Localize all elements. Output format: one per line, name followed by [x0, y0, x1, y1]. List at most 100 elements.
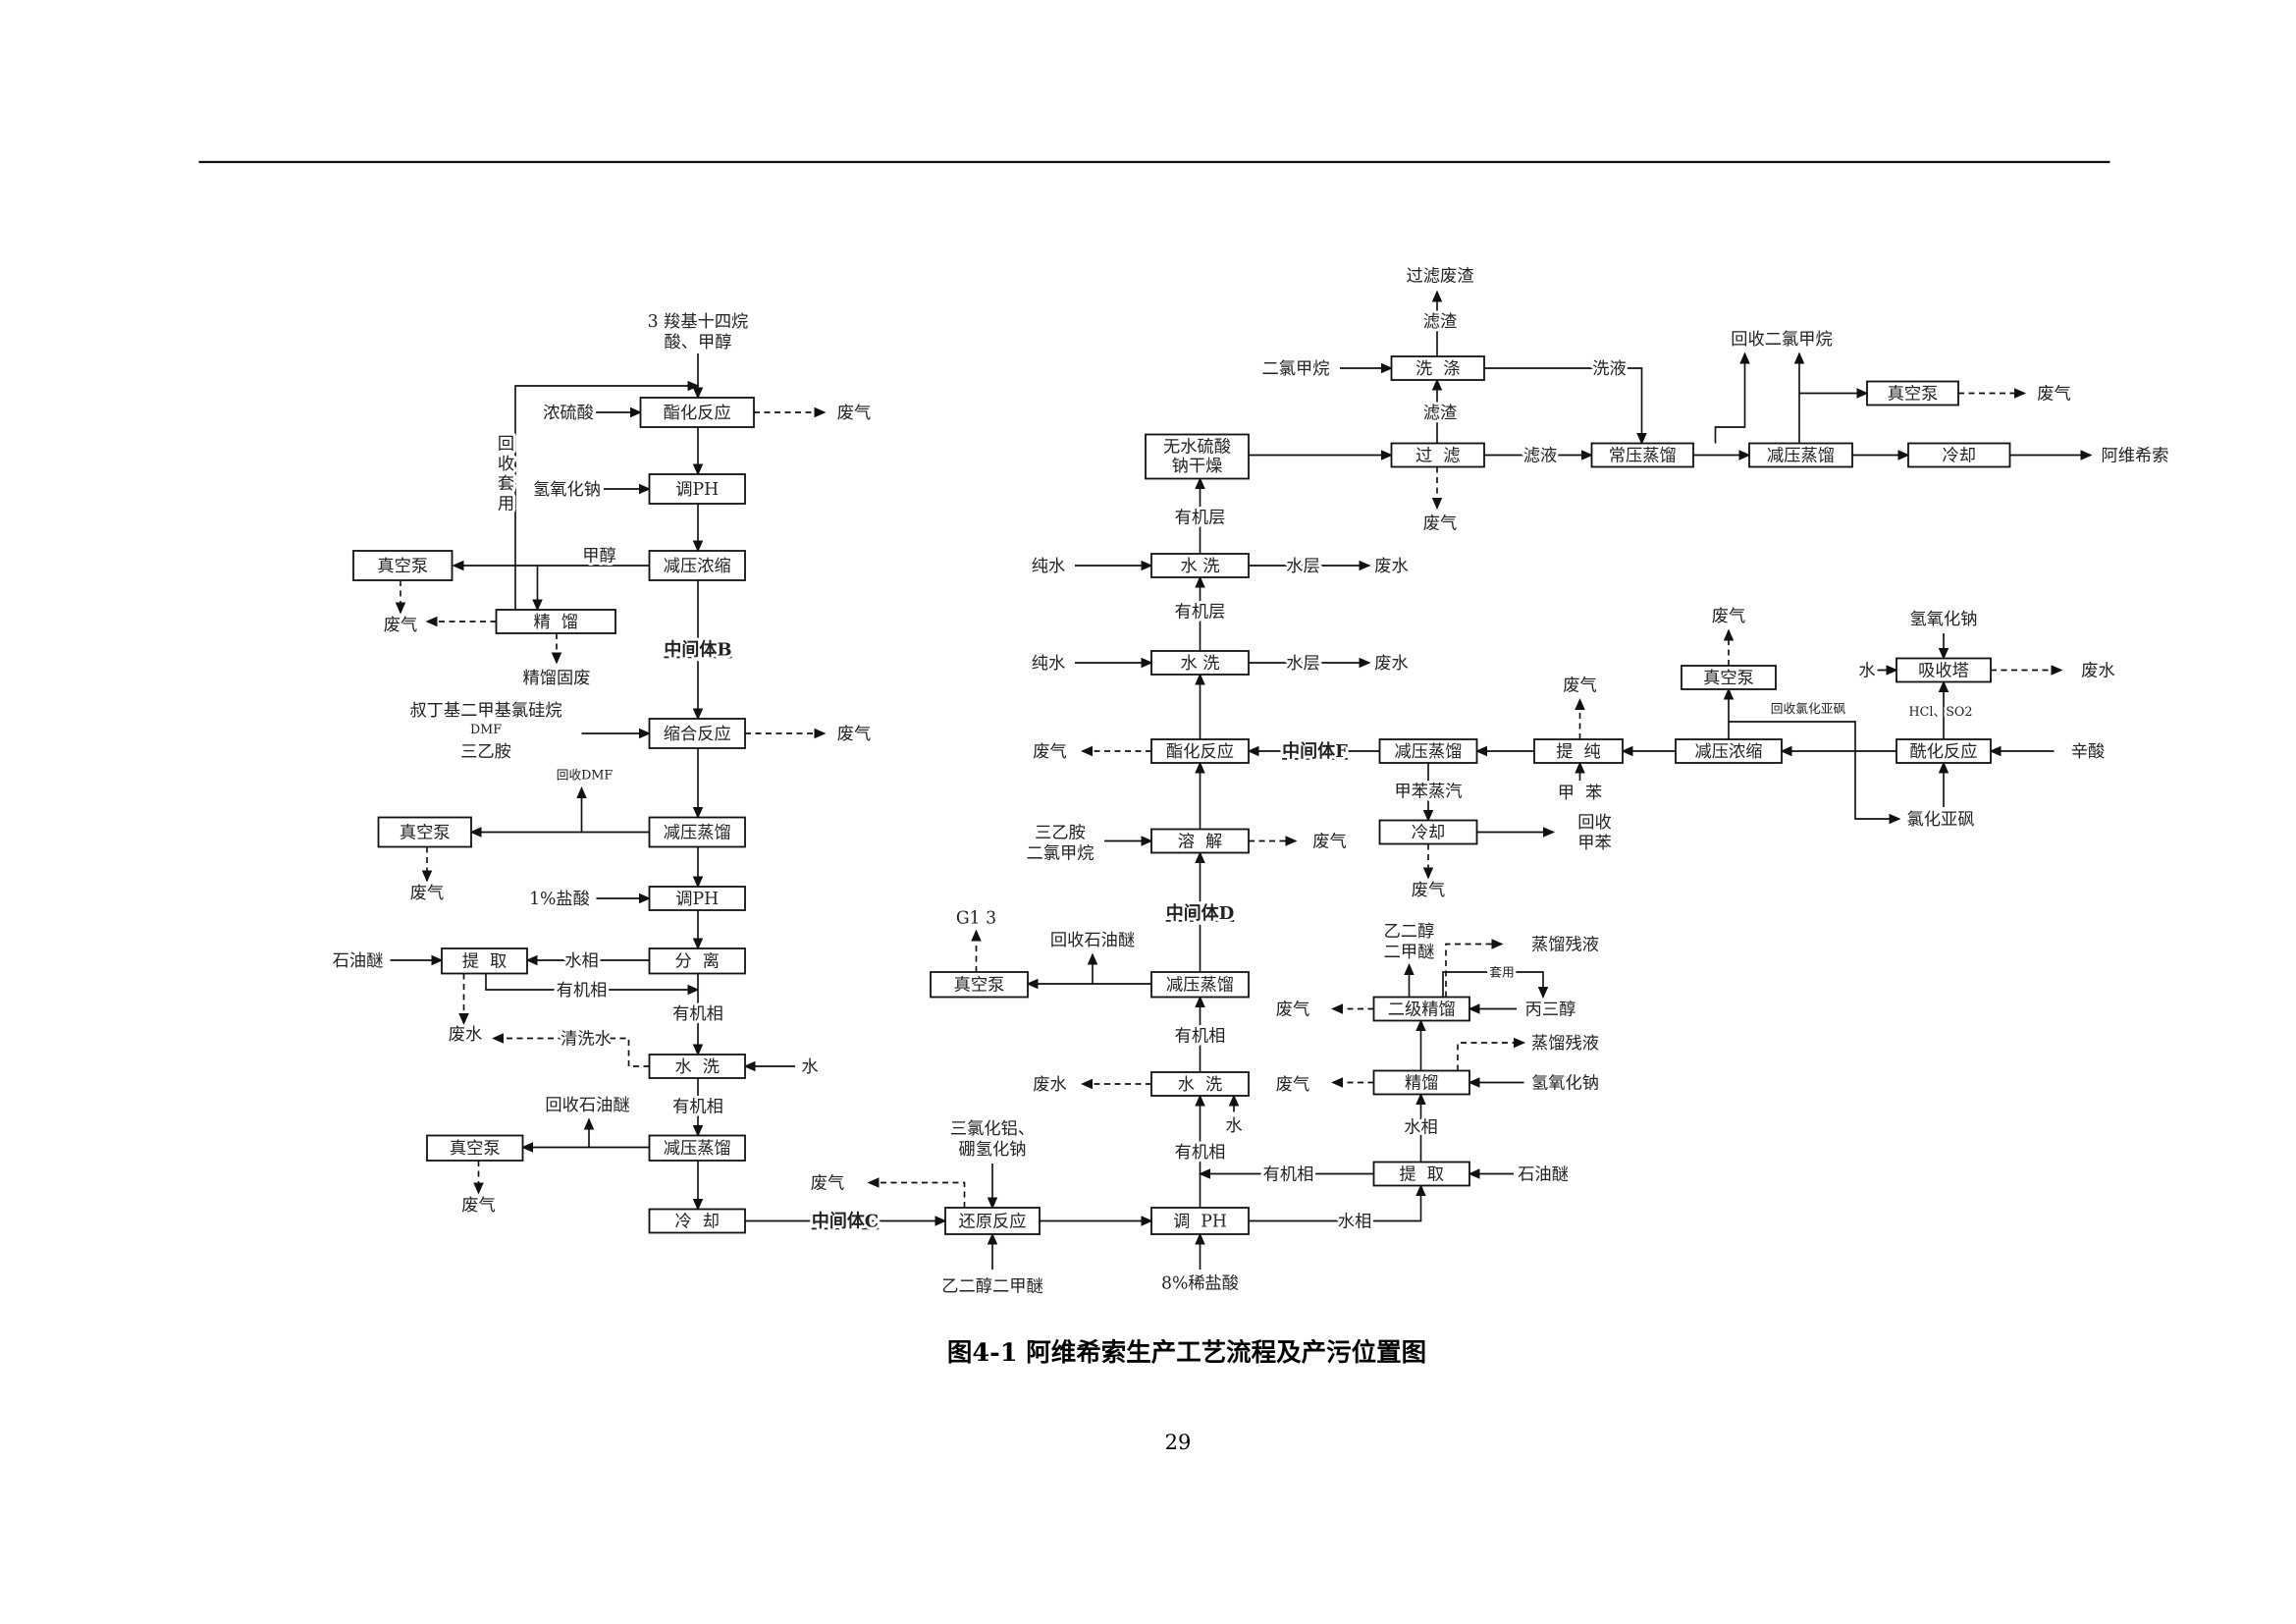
- stream-label: 丙三醇: [1525, 1000, 1576, 1019]
- process-step-m9: 溶 解: [1150, 828, 1250, 854]
- step-label: 冷却: [1412, 823, 1445, 842]
- stream-label: 水层: [1286, 557, 1319, 576]
- stream-label: 乙二醇: [1384, 922, 1435, 942]
- stream-label: 有机相: [557, 981, 608, 1001]
- stream-label: 氢氧化钠: [533, 480, 601, 500]
- stream-label: 8%稀盐酸: [1161, 1273, 1239, 1293]
- step-label: 水 洗: [675, 1057, 720, 1077]
- stream-label: 回收石油醚: [545, 1096, 629, 1115]
- step-box: [1675, 738, 1783, 764]
- process-step-m2: 调 PH: [1150, 1207, 1250, 1235]
- process-step-l5: 精 馏: [495, 609, 616, 634]
- step-label: 减压浓缩: [1695, 742, 1763, 762]
- step-label: 调PH: [675, 890, 719, 909]
- process-step-m13: 提 纯: [1533, 738, 1624, 764]
- step-box: [648, 947, 746, 975]
- step-label: 二级精馏: [1388, 1000, 1456, 1019]
- emission-label: 废气: [1423, 514, 1457, 533]
- stream-label: 二氯甲烷: [1262, 359, 1330, 379]
- process-step-m24: 减压蒸馏: [1748, 442, 1853, 468]
- intermediate-label: 中间体B: [664, 638, 731, 660]
- process-step-l9: 调PH: [648, 886, 746, 911]
- step-box: [1390, 442, 1485, 468]
- step-box: [648, 550, 746, 581]
- step-box: [377, 816, 472, 848]
- step-label: 真空泵: [954, 976, 1005, 996]
- figure-caption: 图4-1 阿维希索生产工艺流程及产污位置图: [947, 1338, 1426, 1368]
- process-step-m8: 二级精馏: [1372, 996, 1470, 1022]
- process-step-m3: 提 取: [1372, 1161, 1470, 1187]
- stream-label: 滤渣: [1423, 404, 1457, 423]
- emission-arrow: [1457, 1037, 1526, 1071]
- intermediate-label: 中间体C: [812, 1210, 879, 1231]
- stream-label: 酸、甲醇: [665, 333, 732, 352]
- stream-label: 水: [1225, 1116, 1242, 1136]
- process-step-l12: 水 洗: [648, 1054, 746, 1079]
- stream-label: 有机相: [1175, 1143, 1226, 1163]
- stream-label: 有机相: [1263, 1164, 1314, 1184]
- step-box: [495, 609, 616, 634]
- emission-label: 废水: [449, 1025, 482, 1045]
- stream-label: 蒸馏残液: [1531, 935, 1599, 954]
- stream-label: 二氯甲烷: [1027, 843, 1095, 863]
- intermediate-label: 中间体F: [1282, 740, 1348, 762]
- stream-label: 硼氢化钠: [959, 1140, 1027, 1160]
- emission-label: 过滤废渣: [1407, 266, 1474, 286]
- step-label: 水 洗: [1181, 654, 1220, 674]
- step-box: [1372, 1069, 1470, 1096]
- step-box: [426, 1134, 524, 1162]
- step-box: [1896, 738, 1992, 764]
- step-box: [1150, 1207, 1250, 1235]
- step-box: [1145, 433, 1250, 480]
- stream-label: 有机层: [1175, 602, 1226, 622]
- stream-label: 水相: [1404, 1117, 1437, 1137]
- step-box: [1390, 355, 1485, 381]
- stream-label: 甲苯蒸汽: [1395, 782, 1463, 801]
- emission-label: 废气: [811, 1173, 844, 1193]
- process-step-m17: 吸收塔: [1896, 657, 1992, 683]
- stream-label: 三乙胺: [460, 742, 511, 762]
- process-step-m14: 减压浓缩: [1675, 738, 1783, 764]
- step-box: [648, 1054, 746, 1079]
- process-step-m16: 酰化反应: [1896, 738, 1992, 764]
- step-label: 无水硫酸: [1163, 437, 1231, 457]
- step-box: [1378, 819, 1478, 845]
- step-box: [930, 971, 1029, 999]
- emission-label: 废水: [1374, 557, 1408, 576]
- step-label: 真空泵: [1703, 669, 1754, 688]
- step-box: [639, 397, 755, 428]
- stream-label: 二甲醚: [1384, 943, 1435, 962]
- step-box: [1150, 553, 1250, 578]
- process-step-m1: 还原反应: [944, 1207, 1041, 1235]
- step-box: [1150, 738, 1250, 764]
- process-step-m21: 过 滤: [1390, 442, 1485, 468]
- step-label: 提 取: [462, 952, 507, 972]
- step-label: 减压蒸馏: [1395, 742, 1463, 762]
- step-label: 水 洗: [1178, 1075, 1222, 1095]
- step-box: [441, 947, 528, 975]
- stream-label: 水: [801, 1057, 818, 1077]
- emission-label: 精馏固废: [523, 669, 591, 688]
- step-label: 减压浓缩: [664, 557, 731, 576]
- emission-label: 废气: [1412, 881, 1445, 900]
- step-label: 真空泵: [1888, 384, 1939, 404]
- step-label: 减压蒸馏: [1767, 446, 1835, 465]
- process-step-m25: 冷却: [1907, 442, 2011, 468]
- step-box: [1150, 1071, 1250, 1097]
- step-box: [1866, 380, 1959, 406]
- flow-arrows: [390, 290, 2093, 1270]
- step-box: [648, 816, 746, 848]
- stream-labels: 3 羧基十四烷酸、甲醇浓硫酸废气回收套用氢氧化钠甲醇废气精馏固废中间体B叔丁基二…: [330, 263, 2172, 1299]
- emission-label: 废气: [1276, 1000, 1309, 1019]
- stream-label: 浓硫酸: [543, 404, 594, 423]
- process-step-l4: 真空泵: [352, 550, 454, 581]
- stream-label: 回收套用: [494, 434, 514, 514]
- stream-label: 有机相: [672, 1097, 723, 1116]
- emission-label: 废气: [1312, 832, 1346, 851]
- step-label: 酯化反应: [1166, 742, 1234, 762]
- flow-arrow: [1442, 971, 1549, 999]
- step-label: 真空泵: [377, 557, 428, 576]
- step-label: 真空泵: [400, 823, 451, 842]
- stream-label: 氯化亚砜: [1907, 810, 1975, 830]
- process-step-l8: 真空泵: [377, 816, 472, 848]
